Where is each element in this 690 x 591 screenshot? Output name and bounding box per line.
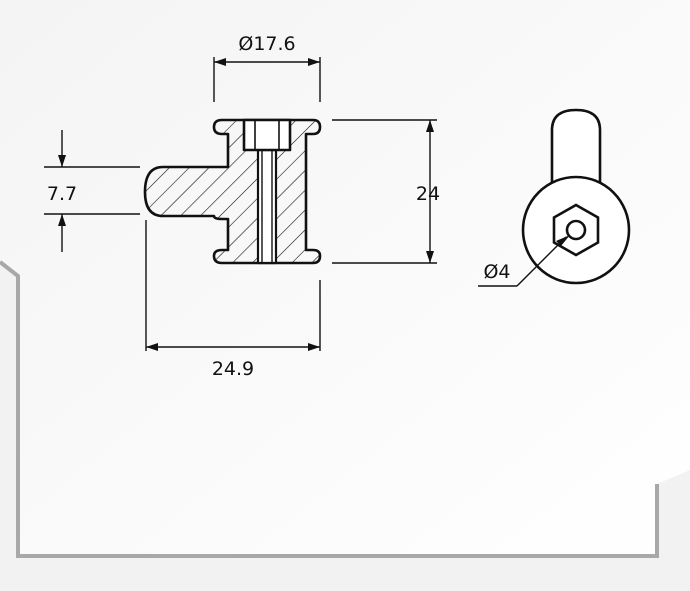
hex-socket	[242, 118, 292, 152]
bore-channel	[256, 148, 278, 265]
boss-profile	[550, 108, 602, 183]
bore-leader	[478, 235, 570, 287]
dim-overall-length: 24.9	[212, 358, 254, 380]
dimension-arrowheads	[58, 58, 434, 351]
bore-circle	[565, 219, 587, 241]
dim-outer-diameter: Ø17.6	[238, 33, 295, 55]
sheet-background	[0, 0, 690, 556]
dim-height: 24	[416, 183, 440, 205]
section-view	[143, 118, 322, 265]
dim-bore-diameter: Ø4	[483, 261, 510, 283]
dim-boss-diameter: 7.7	[47, 183, 77, 205]
end-view	[521, 108, 631, 285]
sheet-frame	[0, 260, 659, 558]
